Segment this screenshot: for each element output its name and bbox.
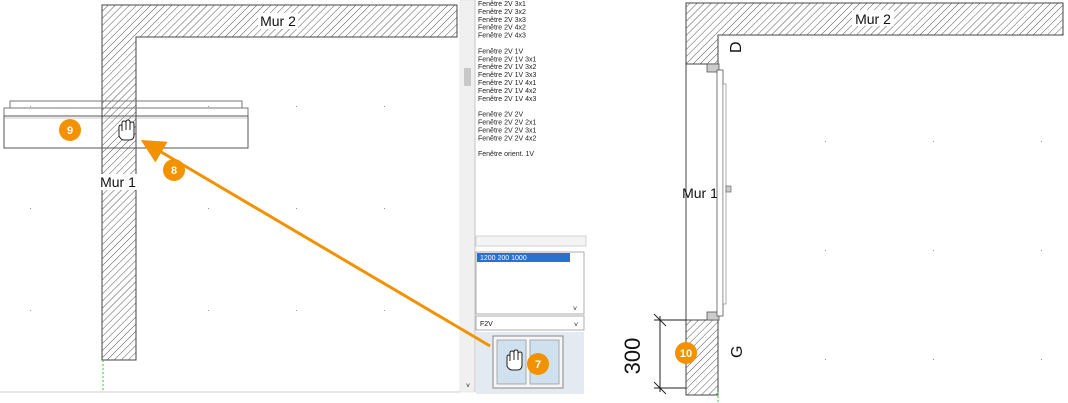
type-select[interactable] (475, 315, 585, 331)
scroll-down-arrow-icon[interactable]: ˅ (466, 383, 470, 390)
catalog-item[interactable]: Fenêtre 2V 3x2 (478, 9, 526, 16)
catalog-item[interactable]: Fenêtre 2V 4x3 (478, 33, 526, 40)
catalog-item[interactable]: Fenêtre 2V 1V 4x1 (478, 80, 536, 87)
right-grid-dots (825, 141, 1042, 360)
catalog-item[interactable]: Fenêtre 2V 2V (478, 112, 523, 119)
type-select-value: F2V (480, 321, 493, 328)
step-badge-10: 10 (675, 342, 697, 364)
wall-label-mur-2-right: Mur 2 (855, 11, 891, 27)
wall-label-mur-1: Mur 1 (100, 174, 136, 190)
size-option-label: 1200 200 1000 (480, 255, 527, 262)
step-badge-8: 8 (163, 159, 185, 181)
hand-cursor-icon (506, 349, 523, 371)
catalog-item[interactable]: Fenêtre 2V 3x3 (478, 17, 526, 24)
catalog-item[interactable]: Fenêtre 2V 1V 3x1 (478, 56, 536, 63)
size-option-selected[interactable] (477, 253, 570, 262)
chevron-down-icon[interactable]: ˅ (574, 322, 578, 329)
right-plan: Mur 2 Mur 1 D G 300 (620, 2, 1064, 403)
catalog-item[interactable]: Fenêtre 2V 1V 3x3 (478, 72, 536, 79)
catalog-item[interactable]: Fenêtre 2V 3x1 (478, 1, 526, 8)
side-label-d: D (728, 41, 745, 53)
hand-cursor-icon (118, 119, 135, 141)
size-listbox[interactable] (475, 251, 585, 315)
dimension-label: 300 (620, 338, 645, 375)
listbox-scroll-icon[interactable]: ˅ (573, 306, 577, 313)
wall-label-mur-1-right: Mur 1 (682, 185, 718, 201)
catalog-item[interactable]: Fenêtre 2V 1V 3x2 (478, 64, 536, 71)
svg-text:7: 7 (535, 359, 541, 371)
size-list-header (475, 235, 587, 247)
svg-text:8: 8 (171, 165, 177, 177)
side-label-g: G (729, 346, 746, 358)
catalog-item[interactable]: Fenêtre 2V 2V 4x2 (478, 135, 536, 142)
catalog-item[interactable]: Fenêtre 2V 1V 4x2 (478, 88, 536, 95)
wall-label-mur-2: Mur 2 (260, 13, 296, 29)
step-badge-9: 9 (59, 119, 81, 141)
left-plan: Mur 2 Mur 1 (3, 4, 458, 392)
dimension-300 (653, 313, 686, 395)
step-badge-7: 7 (527, 353, 549, 375)
wall-mur-2 (101, 4, 458, 361)
catalog-item[interactable]: Fenêtre 2V 4x2 (478, 25, 526, 32)
catalog-item[interactable]: Fenêtre 2V 1V (478, 48, 523, 55)
drag-arrow (140, 139, 491, 348)
svg-text:9: 9 (67, 125, 73, 137)
catalog-item[interactable]: Fenêtre 2V 2V 3x1 (478, 127, 536, 134)
catalog-item[interactable]: Fenêtre 2V 2V 2x1 (478, 120, 536, 127)
left-grid-dots (30, 106, 385, 311)
catalog-item[interactable]: Fenêtre orient. 1V (478, 151, 534, 158)
catalog-scrollbar-thumb[interactable] (464, 68, 471, 86)
window-ghost[interactable] (3, 100, 249, 149)
catalog-item[interactable]: Fenêtre 2V 1V 4x3 (478, 96, 536, 103)
svg-text:10: 10 (680, 348, 692, 360)
window-installed[interactable] (706, 63, 732, 321)
